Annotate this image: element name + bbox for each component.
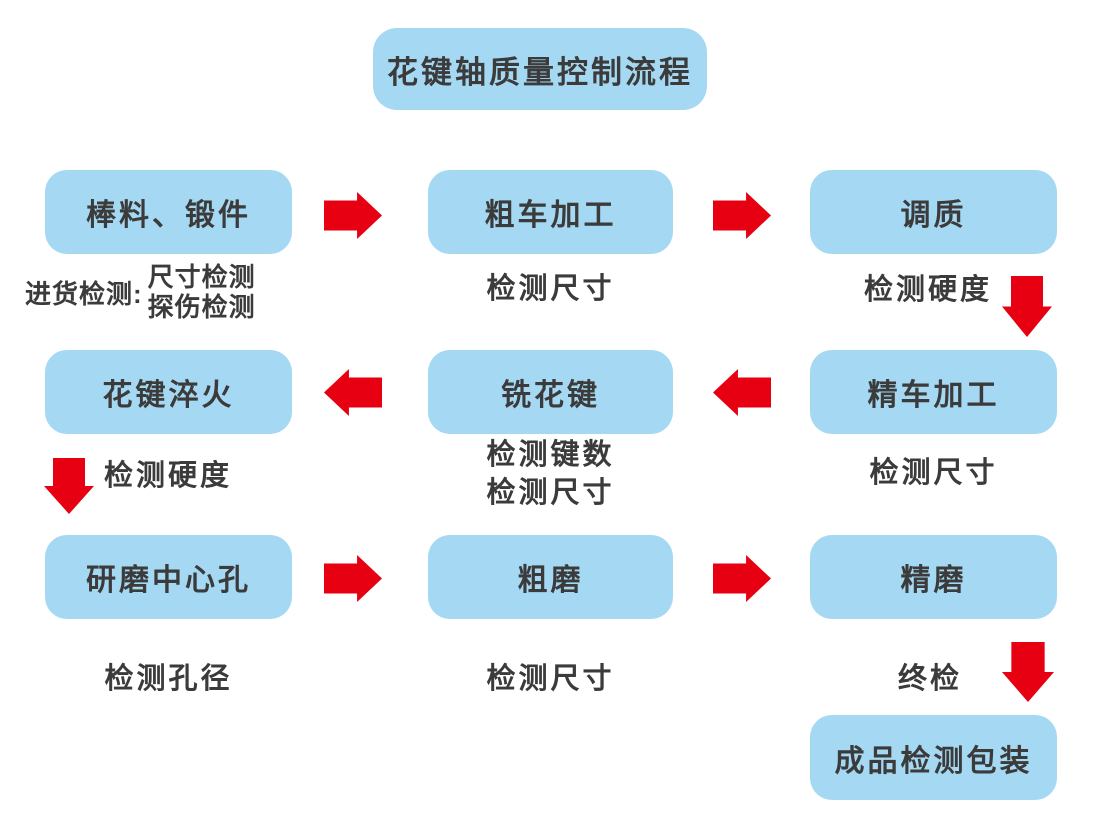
incoming-inspection-note: 进货检测: 尺寸检测 探伤检测 — [25, 262, 256, 322]
caption-center-hole-check: 检测孔径 — [104, 663, 233, 695]
flow-arrow-right-icon — [713, 555, 771, 602]
caption-rough-turning-check: 检测尺寸 — [486, 273, 615, 305]
flow-arrow-down-icon — [44, 458, 94, 514]
node-finished-product-packaging: 成品检测包装 — [810, 715, 1057, 800]
flow-arrow-left-icon — [324, 369, 382, 416]
flow-arrow-right-icon — [324, 555, 382, 602]
incoming-inspection-flaw-check: 探伤检测 — [147, 292, 256, 322]
incoming-inspection-label: 进货检测: — [25, 278, 143, 309]
node-finish-turning: 精车加工 — [810, 350, 1057, 434]
incoming-inspection-items: 尺寸检测 探伤检测 — [148, 262, 256, 322]
node-spline-milling: 铣花键 — [428, 350, 673, 434]
node-tempering: 调质 — [810, 170, 1057, 254]
caption-final-inspection: 终检 — [898, 663, 963, 695]
caption-finish-turning-check: 检测尺寸 — [869, 457, 998, 489]
flow-arrow-right-icon — [324, 192, 382, 239]
caption-tempering-check: 检测硬度 — [864, 274, 993, 306]
caption-quenching-check: 检测硬度 — [104, 460, 233, 492]
caption-milling-check-dimension: 检测尺寸 — [486, 477, 615, 509]
node-rough-grinding: 粗磨 — [428, 535, 673, 619]
flow-arrow-down-icon — [1002, 642, 1054, 702]
incoming-inspection-dimension-check: 尺寸检测 — [147, 262, 256, 292]
flow-arrow-left-icon — [713, 369, 771, 416]
node-raw-material: 棒料、锻件 — [45, 170, 292, 254]
node-finish-grinding: 精磨 — [810, 535, 1057, 619]
flowchart-title: 花键轴质量控制流程 — [373, 28, 707, 110]
flow-arrow-down-icon — [1002, 276, 1052, 337]
caption-milling-check-keys: 检测键数 — [486, 439, 615, 471]
node-rough-turning: 粗车加工 — [428, 170, 673, 254]
node-center-hole-grinding: 研磨中心孔 — [45, 535, 292, 619]
caption-rough-grinding-check: 检测尺寸 — [486, 663, 615, 695]
node-spline-quenching: 花键淬火 — [45, 350, 292, 434]
flow-arrow-right-icon — [713, 192, 771, 239]
